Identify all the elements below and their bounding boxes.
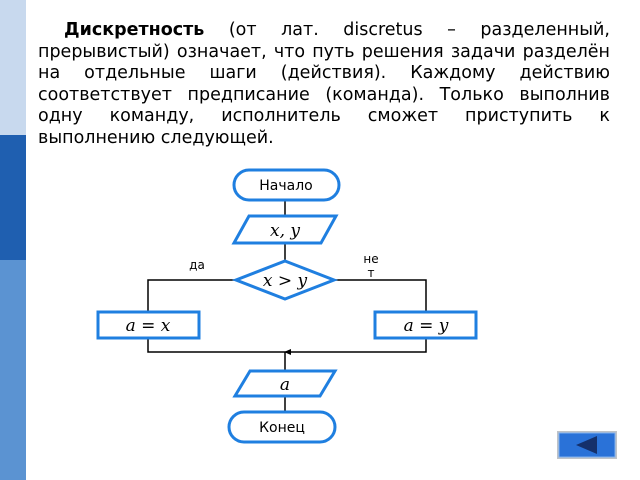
assign-left-block [96,310,201,340]
start-label: Начало [259,178,312,194]
yes-label: да [189,258,205,272]
output-label: a [280,375,290,395]
back-button[interactable] [557,431,617,459]
left-sidebar [0,0,26,480]
connector-yes-branch [147,279,236,312]
connector-right-merge [285,338,427,353]
definition-term: Дискретность [64,20,205,40]
back-arrow-icon [576,436,597,454]
no-label-line1: не [363,252,378,266]
assign-right-block [373,310,478,340]
connector-left-merge [147,338,285,353]
start-terminal [232,168,341,202]
sidebar-dark-segment [0,135,26,260]
merge-arrow-icon [284,349,291,355]
condition-diamond [231,259,339,301]
sidebar-mid-segment [0,260,26,480]
sidebar-light-segment [0,0,26,135]
input-label: x, y [270,221,300,241]
condition-label: x > y [263,271,308,291]
definition-paragraph: Дискретность (от лат. discretus – раздел… [38,20,610,149]
connector-no-branch [334,279,427,312]
end-label: Конец [259,420,305,436]
end-terminal [227,410,337,444]
assign-right-label: a = y [404,316,449,336]
input-block [231,214,339,245]
no-label-line2: т [368,266,375,280]
output-block [232,369,338,398]
definition-text: (от лат. discretus – разделенный, прерыв… [38,20,610,148]
assign-left-label: a = x [126,316,171,336]
